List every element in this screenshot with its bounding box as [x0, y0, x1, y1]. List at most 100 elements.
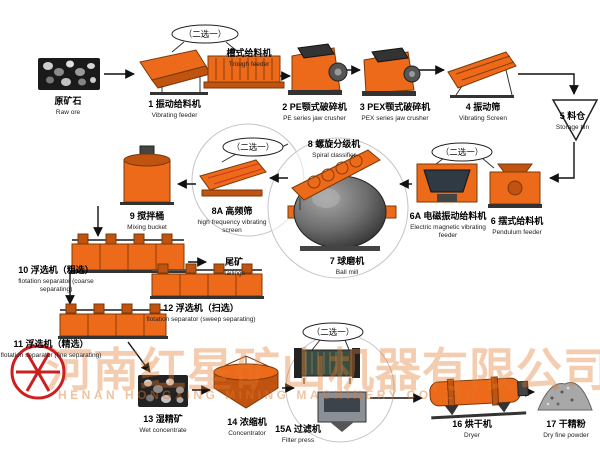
node-number: 2 [282, 102, 288, 112]
raw-ore-icon [38, 58, 100, 90]
filter-press-icon [317, 391, 367, 432]
node-number: 7 [329, 256, 335, 266]
node-number: 9 [129, 211, 135, 221]
node-cn: 干精粉 [558, 419, 586, 429]
flotation-sweep-icon [150, 263, 264, 299]
node-number: 14 [227, 417, 238, 427]
dryer-icon [429, 376, 529, 420]
node-en: Mixing bucket [127, 224, 167, 232]
svg-text:（二选一）: （二选一） [232, 142, 275, 152]
node-cn: 尾矿 [224, 257, 243, 267]
node-cn: 高频筛 [225, 206, 253, 216]
node-cn: 浮选机（扫选） [175, 303, 239, 313]
node-en: flotation separator (fine separating) [0, 352, 102, 360]
node-cn: 浮选机（粗选） [30, 265, 94, 275]
node-number: 16 [452, 419, 463, 429]
node-en: Concentrator [228, 430, 266, 438]
label-mixing-bucket: 9 搅拌桶 Mixing bucket [108, 206, 186, 232]
pe-jaw-crusher-icon [288, 43, 348, 95]
label-storage-bin: 5 料仓 Storage bin [545, 106, 600, 132]
node-en: Wet concentrate [139, 427, 187, 435]
press-filter-icon [294, 348, 360, 384]
node-cn: 螺旋分级机 [315, 139, 361, 149]
flotation-fine-icon [58, 303, 168, 339]
dry-powder-icon [537, 382, 593, 411]
node-en: high frequency vibrating screen [197, 219, 267, 234]
node-en: Tailings [223, 270, 245, 278]
label-flotation-fine: 11 浮选机（精选）flotation separator (fine sepa… [0, 334, 102, 360]
storage-bin-icon [551, 99, 599, 142]
node-cn: PEX颚式破碎机 [367, 102, 431, 112]
node-en: Storage bin [555, 124, 590, 132]
node-number: 1 [148, 99, 154, 109]
node-cn: 振动筛 [473, 102, 501, 112]
node-number: 4 [465, 102, 471, 112]
label-filter-press: 15A 过滤机 Filter press [266, 419, 330, 445]
concentrator-icon [213, 355, 279, 409]
node-en: Pendulum feeder [492, 229, 542, 237]
electromagnetic-feeder-icon [416, 163, 478, 203]
node-number: 6A [409, 211, 421, 221]
label-raw-ore: 原矿石 Raw ore [28, 91, 108, 117]
node-number: 12 [163, 303, 174, 313]
vibrating-feeder-icon [139, 49, 211, 95]
node-cn: 球磨机 [337, 256, 365, 266]
choice-oval-right: （二选一） [431, 142, 493, 162]
pex-jaw-crusher-icon [362, 47, 421, 96]
node-cn: 浮选机（精选） [25, 339, 89, 349]
node-number: 3 [359, 102, 365, 112]
vibrating-screen-icon [447, 51, 517, 98]
svg-text:（二选一）: （二选一） [184, 29, 227, 39]
node-en: Spiral classifier [312, 152, 356, 160]
node-en: Electric magnetic vibrating feeder [410, 224, 486, 239]
node-en: flotation separator (coarse separating) [18, 278, 94, 293]
label-flotation-coarse: 10 浮选机（粗选） flotation separator (coarse se… [4, 260, 108, 293]
node-cn: 浓缩机 [239, 417, 267, 427]
label-pe-jaw-crusher: 2 PE颚式破碎机 PE series jaw crusher [272, 97, 357, 123]
node-cn: 搅拌桶 [137, 211, 165, 221]
label-ball-mill: 7 球磨机 Ball mill [312, 251, 382, 277]
node-cn: 湿精矿 [155, 414, 183, 424]
node-en: flotation separator (sweep separating) [146, 316, 256, 324]
node-en: Filter press [281, 437, 315, 445]
label-wet-concentrate: 13 湿精矿 Wet concentrate [126, 409, 200, 435]
label-concentrator: 14 浓缩机 Concentrator [210, 412, 284, 438]
choice-oval-top: （二选一） [171, 24, 239, 44]
node-cn: 料仓 [567, 111, 586, 121]
pendulum-feeder-icon [488, 163, 542, 208]
node-number: 5 [559, 111, 565, 121]
choice-oval-mid: （二选一） [222, 137, 284, 157]
label-electromagnetic-feeder: 6A 电磁振动给料机 Electric magnetic vibrating fe… [402, 206, 494, 239]
node-en: Vibrating Screen [459, 115, 507, 123]
node-number: 15A [275, 424, 292, 434]
label-tailings: 尾矿 Tailings [206, 252, 262, 278]
node-en: Ball mill [335, 269, 359, 277]
node-number: 10 [18, 265, 29, 275]
choice-oval-bottom: （二选一） [302, 322, 364, 342]
mixing-bucket-icon [120, 145, 174, 205]
node-number: 8A [211, 206, 223, 216]
node-en: Raw ore [55, 109, 81, 117]
trough-feeder-icon [203, 55, 285, 89]
node-number: 17 [546, 419, 557, 429]
label-high-frequency-screen: 8A 高频筛 high frequency vibrating screen [192, 201, 272, 234]
node-number: 13 [143, 414, 154, 424]
node-cn: 烘干机 [464, 419, 492, 429]
node-cn: 摆式给料机 [498, 216, 544, 226]
label-vibrating-screen: 4 振动筛 Vibrating Screen [438, 97, 528, 123]
node-cn: PE颚式破碎机 [289, 102, 347, 112]
spiral-classifier-icon [291, 149, 381, 210]
high-frequency-screen-icon [199, 159, 267, 197]
wet-concentrate-icon [138, 375, 188, 407]
node-number: 6 [490, 216, 496, 226]
node-cn: 过滤机 [293, 424, 321, 434]
node-cn: 原矿石 [54, 96, 82, 106]
node-en: PE series jaw crusher [283, 115, 346, 123]
svg-text:（二选一）: （二选一） [441, 147, 484, 157]
label-flotation-sweep: 12 浮选机（扫选） flotation separator (sweep sep… [142, 298, 260, 324]
node-cn: 电磁振动给料机 [423, 211, 487, 221]
